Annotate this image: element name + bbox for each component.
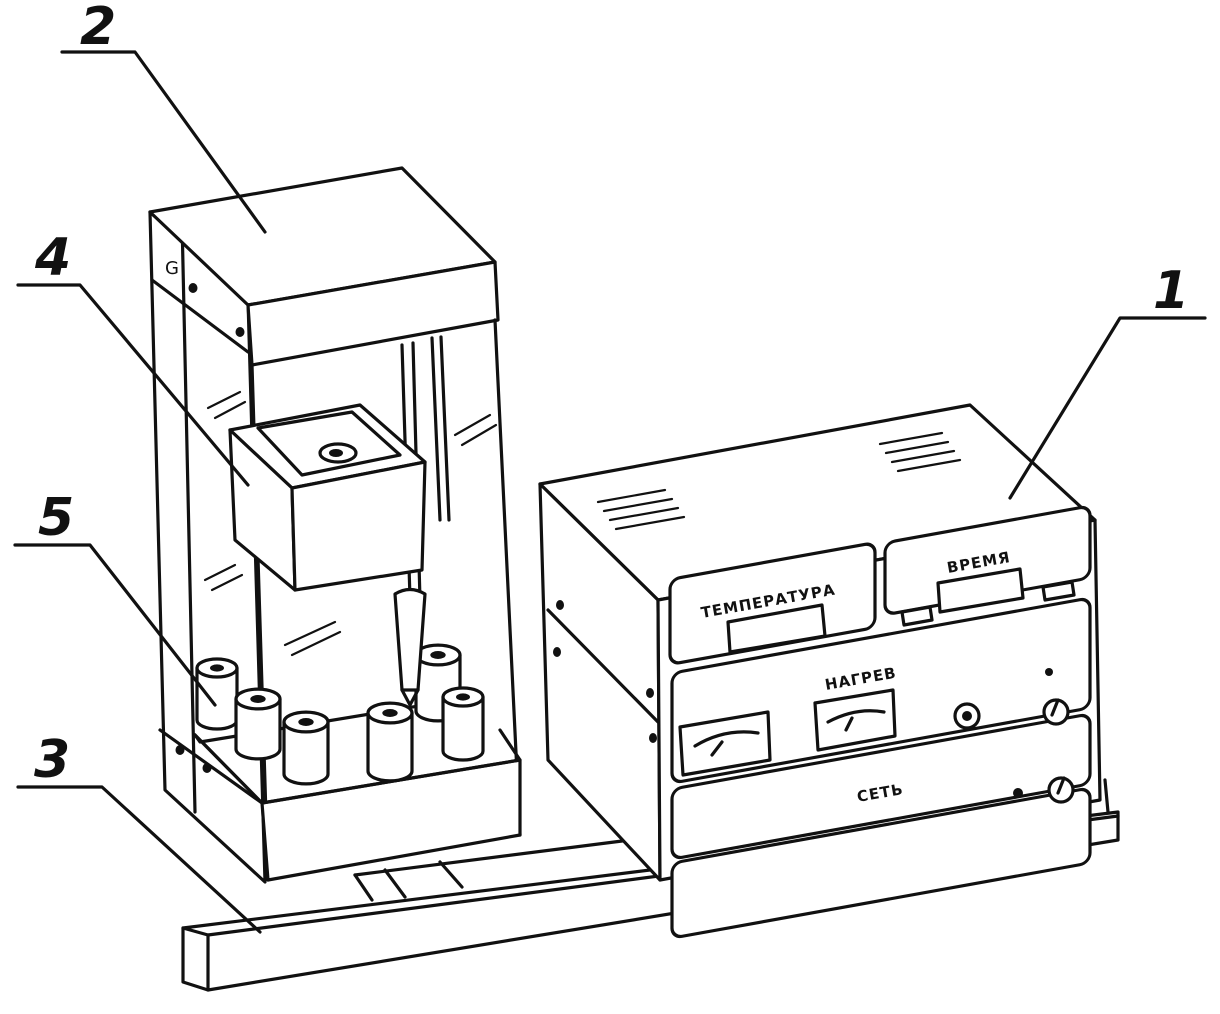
sample-holder-dot [298,718,314,726]
control-unit: ТЕМПЕРАТУРА ВРЕМЯ НАГРЕВ СЕТЬ [538,403,1102,939]
sample-holder-dot [250,695,266,703]
sample-holder [441,695,485,762]
sample-holder-dot [382,709,398,717]
heating-chamber [228,403,427,592]
callout-2: 2 [80,0,116,57]
sample-holders [195,643,485,786]
sample-holder-dot [210,664,224,672]
callouts: 1 2 3 4 5 [13,0,1207,934]
callout-1: 1 [1153,261,1189,321]
sample-holder [234,697,282,761]
svg-text:G: G [165,258,179,279]
sample-holder [282,720,330,786]
sample-holder-dot [430,651,446,659]
callout-3: 3 [34,730,70,790]
sample-holder [366,711,414,783]
rod-handle [393,587,427,707]
callout-5: 5 [38,488,74,548]
test-stand: G [148,166,522,884]
sample-holder-dot [456,693,470,701]
callout-4: 4 [34,228,71,288]
